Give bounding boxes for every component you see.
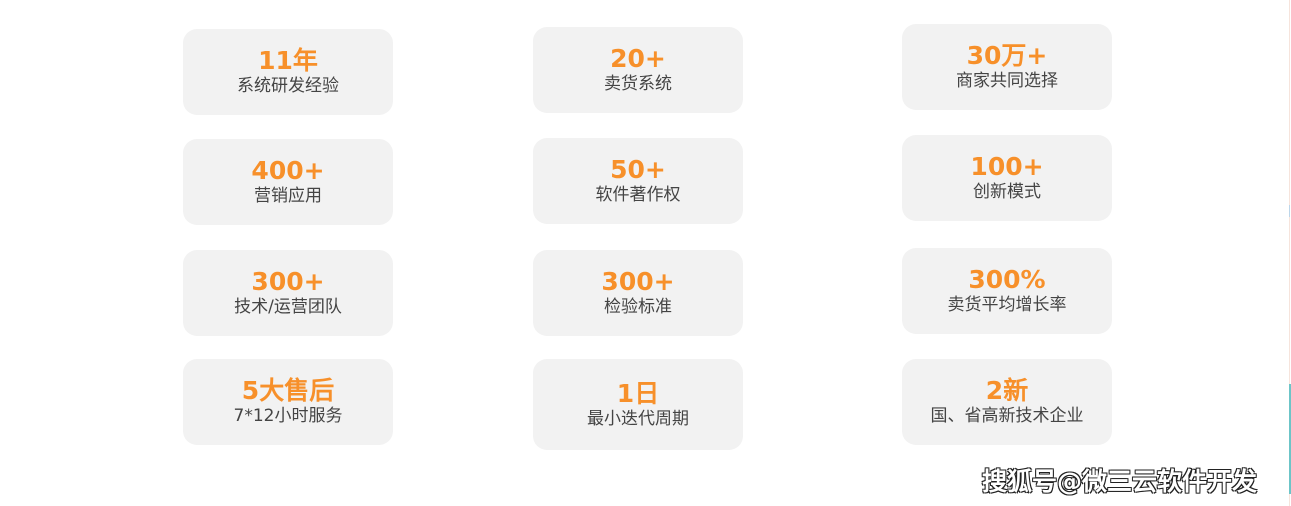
stat-value: 300+ [601,267,675,296]
stat-card-standards: 300+ 检验标准 [533,250,743,336]
stat-label: 系统研发经验 [237,76,339,96]
stat-label: 商家共同选择 [956,71,1058,91]
stat-label: 营销应用 [254,186,322,206]
stat-card-merchants: 30万+ 商家共同选择 [902,24,1112,110]
stat-value: 400+ [251,156,325,185]
stat-card-systems: 20+ 卖货系统 [533,27,743,113]
stat-card-team: 300+ 技术/运营团队 [183,250,393,336]
stat-label: 最小迭代周期 [587,408,689,429]
stat-value: 300+ [251,267,325,296]
stat-label: 国、省高新技术企业 [930,406,1084,426]
stat-value: 50+ [610,155,666,184]
right-edge-divider [1289,0,1290,506]
stat-card-years: 11年 系统研发经验 [183,29,393,115]
stat-label: 创新模式 [973,182,1041,202]
stat-card-iteration: 1日 最小迭代周期 [533,359,743,450]
stat-label: 卖货系统 [604,74,672,94]
stat-card-growth: 300% 卖货平均增长率 [902,248,1112,334]
stat-value: 100+ [970,152,1044,181]
stat-label: 检验标准 [604,297,672,317]
right-edge-accent [1289,205,1290,217]
watermark: 搜狐号@微三云软件开发 [982,467,1258,496]
stat-label: 技术/运营团队 [234,297,342,317]
stat-card-marketing-apps: 400+ 营销应用 [183,139,393,225]
stat-value: 30万+ [966,41,1048,70]
stat-label: 软件著作权 [595,185,681,205]
right-edge-accent-teal [1289,384,1291,494]
stat-value: 300% [968,265,1046,294]
stat-card-copyrights: 50+ 软件著作权 [533,138,743,224]
stat-card-hightech: 2新 国、省高新技术企业 [902,359,1112,445]
stat-value: 11年 [258,46,318,75]
stat-value: 1日 [616,378,660,408]
stat-value: 2新 [985,376,1029,405]
stat-value: 5大售后 [241,376,335,405]
stat-card-innovation: 100+ 创新模式 [902,135,1112,221]
stat-card-aftersales: 5大售后 7*12小时服务 [183,359,393,445]
stat-label: 卖货平均增长率 [947,295,1067,315]
stat-label: 7*12小时服务 [233,406,343,426]
stat-value: 20+ [610,44,666,73]
